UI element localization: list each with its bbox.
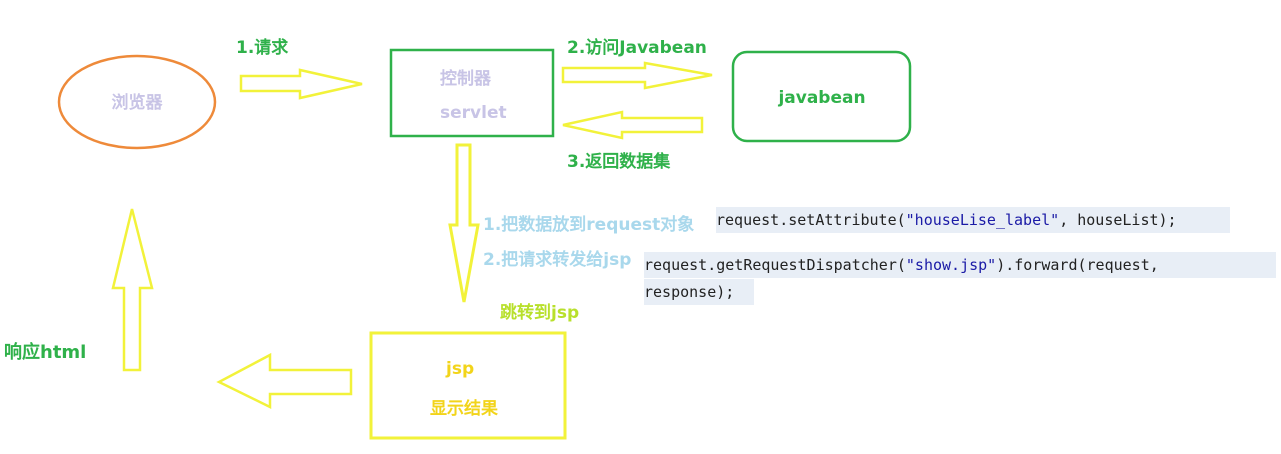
code-line3: response);: [644, 283, 735, 301]
respond-html-label: 响应html: [4, 341, 86, 363]
access-arrow: [561, 61, 713, 90]
response-arrow-left: [216, 352, 353, 410]
code-line2-b: ).forward(request,: [996, 256, 1159, 274]
return-arrow: [562, 110, 704, 140]
javabean-label: javabean: [777, 88, 865, 108]
controller-label-2: servlet: [440, 103, 507, 123]
controller-label-1: 控制器: [440, 68, 492, 89]
browser-node: [57, 54, 217, 150]
jsp-label-1: jsp: [445, 359, 474, 379]
code-line2-a: request.getRequestDispatcher(: [644, 256, 906, 274]
jsp-label-2: 显示结果: [430, 398, 498, 419]
code-line1-str: "houseLise_label": [905, 211, 1060, 229]
response-arrow-up: [111, 208, 154, 372]
code-line1-b: , houseList);: [1059, 211, 1177, 229]
request-label: 1.请求: [236, 37, 288, 58]
code-line1-a: request.setAttribute(: [716, 211, 906, 229]
controller-node: [389, 48, 555, 138]
forward-jsp-label: 2.把请求转发给jsp: [483, 249, 631, 270]
put-data-label: 1.把数据放到request对象: [483, 214, 694, 235]
javabean-node: [731, 50, 912, 143]
code-line2-str: "show.jsp": [905, 256, 997, 274]
jump-jsp-label: 跳转到jsp: [500, 302, 579, 323]
request-arrow: [239, 68, 363, 100]
forward-arrow: [448, 143, 480, 303]
return-dataset-label: 3.返回数据集: [567, 151, 671, 172]
browser-label: 浏览器: [112, 92, 164, 113]
code-set-attribute: request.setAttribute("houseLise_label", …: [716, 207, 1230, 233]
jsp-node: [369, 331, 567, 440]
code-forward-line1: request.getRequestDispatcher("show.jsp")…: [644, 252, 1276, 278]
code-forward-line2: response);: [644, 279, 754, 305]
access-javabean-label: 2.访问Javabean: [567, 37, 707, 58]
